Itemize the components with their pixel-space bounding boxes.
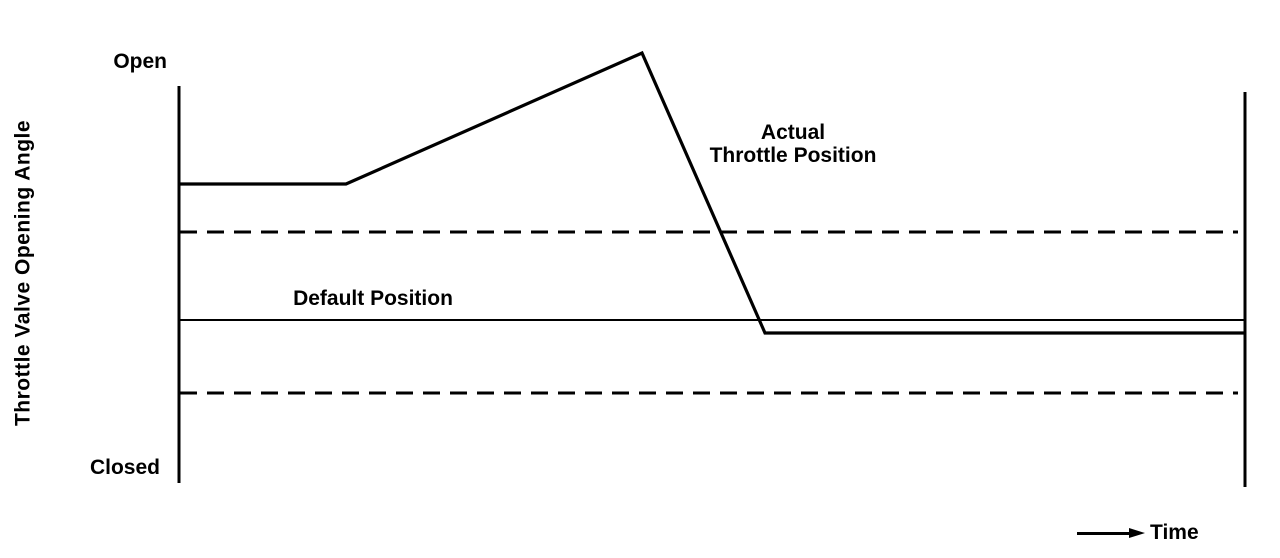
time-arrow-shaft — [1077, 532, 1131, 535]
actual-label-line2: Throttle Position — [709, 144, 877, 167]
actual-label-line1: Actual — [760, 121, 826, 144]
y-tick-closed: Closed — [89, 456, 160, 479]
series-actual-throttle-position — [179, 50, 1245, 335]
actual-throttle-position-label: Actual Throttle Position — [710, 121, 877, 167]
y-tick-open: Open — [113, 50, 167, 73]
x-axis-title: Time — [1150, 521, 1199, 544]
time-arrow-icon — [1077, 527, 1145, 539]
y-axis-title: Throttle Valve Opening Angle — [11, 119, 35, 427]
time-arrow-head — [1129, 528, 1145, 538]
default-position-label: Default Position — [293, 287, 453, 310]
